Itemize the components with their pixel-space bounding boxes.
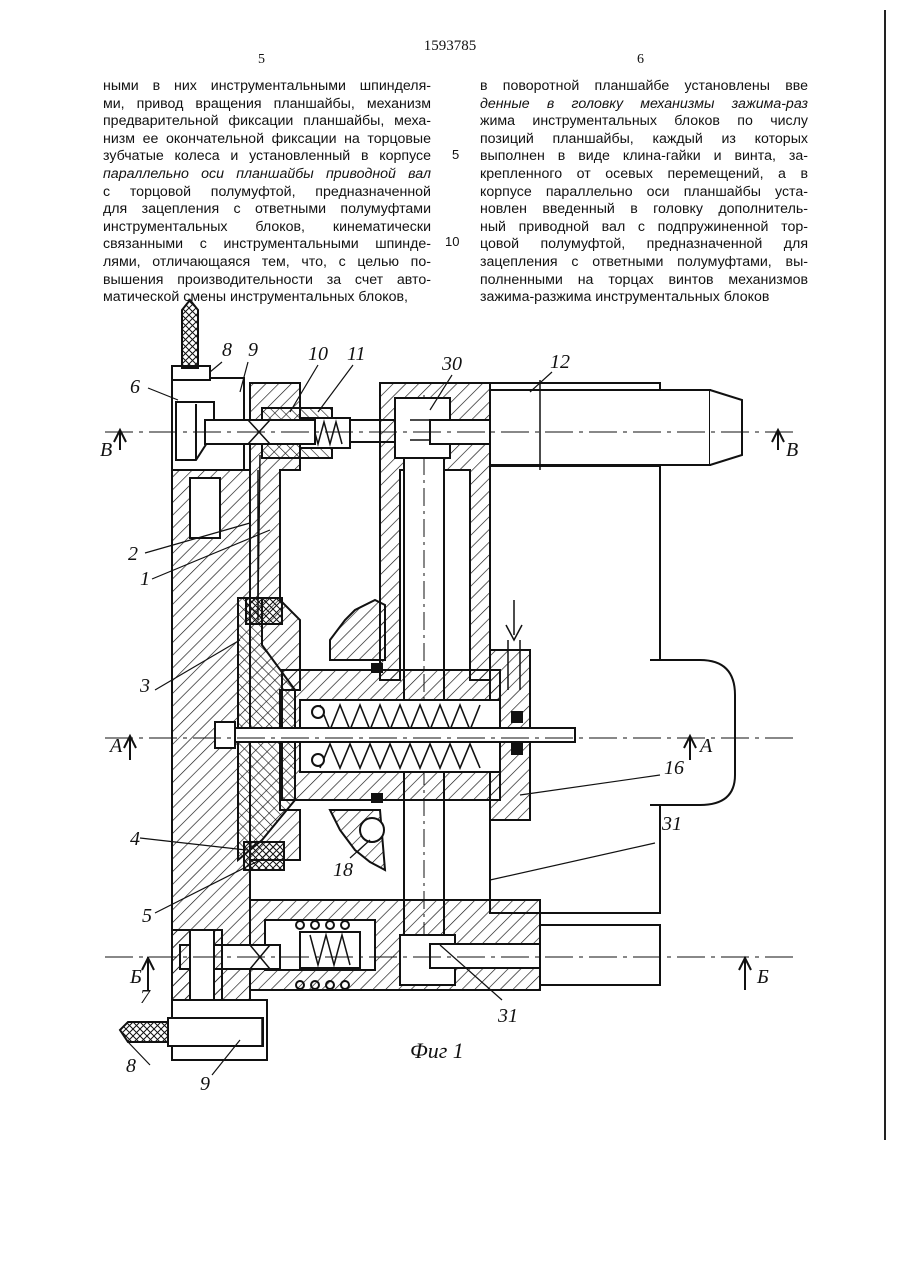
wedge-4: [246, 598, 282, 624]
section-a-left: А: [108, 735, 123, 757]
label-9-bottom: 9: [200, 1073, 210, 1095]
label-4: 4: [130, 828, 140, 850]
label-16: 16: [664, 757, 684, 779]
label-9-top: 9: [248, 339, 258, 361]
wedge-5: [244, 842, 284, 870]
plate-hole: [190, 478, 220, 538]
section-b-right: Б: [756, 966, 769, 988]
gear-upper: [330, 600, 385, 660]
label-8-bottom: 8: [126, 1055, 136, 1077]
pin-8-top: [182, 300, 198, 368]
drive-motor-12: [490, 390, 710, 465]
label-31-right: 31: [661, 813, 682, 835]
label-12: 12: [550, 351, 570, 373]
label-7: 7: [140, 986, 151, 1008]
label-30: 30: [441, 353, 462, 375]
shaft-horizontal: [230, 728, 575, 742]
section-a-right: А: [698, 735, 713, 757]
label-1: 1: [140, 568, 150, 590]
label-5: 5: [142, 905, 152, 927]
label-8-top: 8: [222, 339, 232, 361]
section-v-right: В: [786, 439, 798, 461]
section-v-left: В: [100, 439, 112, 461]
screw-9: [168, 1018, 263, 1046]
pin-8-bottom: [120, 1022, 170, 1042]
label-18: 18: [333, 859, 353, 881]
section-b-left: Б: [129, 966, 142, 988]
figure-caption: Фиг 1: [410, 1038, 464, 1063]
label-6: 6: [130, 376, 140, 398]
label-3: 3: [139, 675, 150, 697]
label-2: 2: [128, 543, 138, 565]
label-10: 10: [308, 343, 328, 365]
label-31-bottom: 31: [497, 1005, 518, 1027]
label-11: 11: [347, 343, 366, 365]
